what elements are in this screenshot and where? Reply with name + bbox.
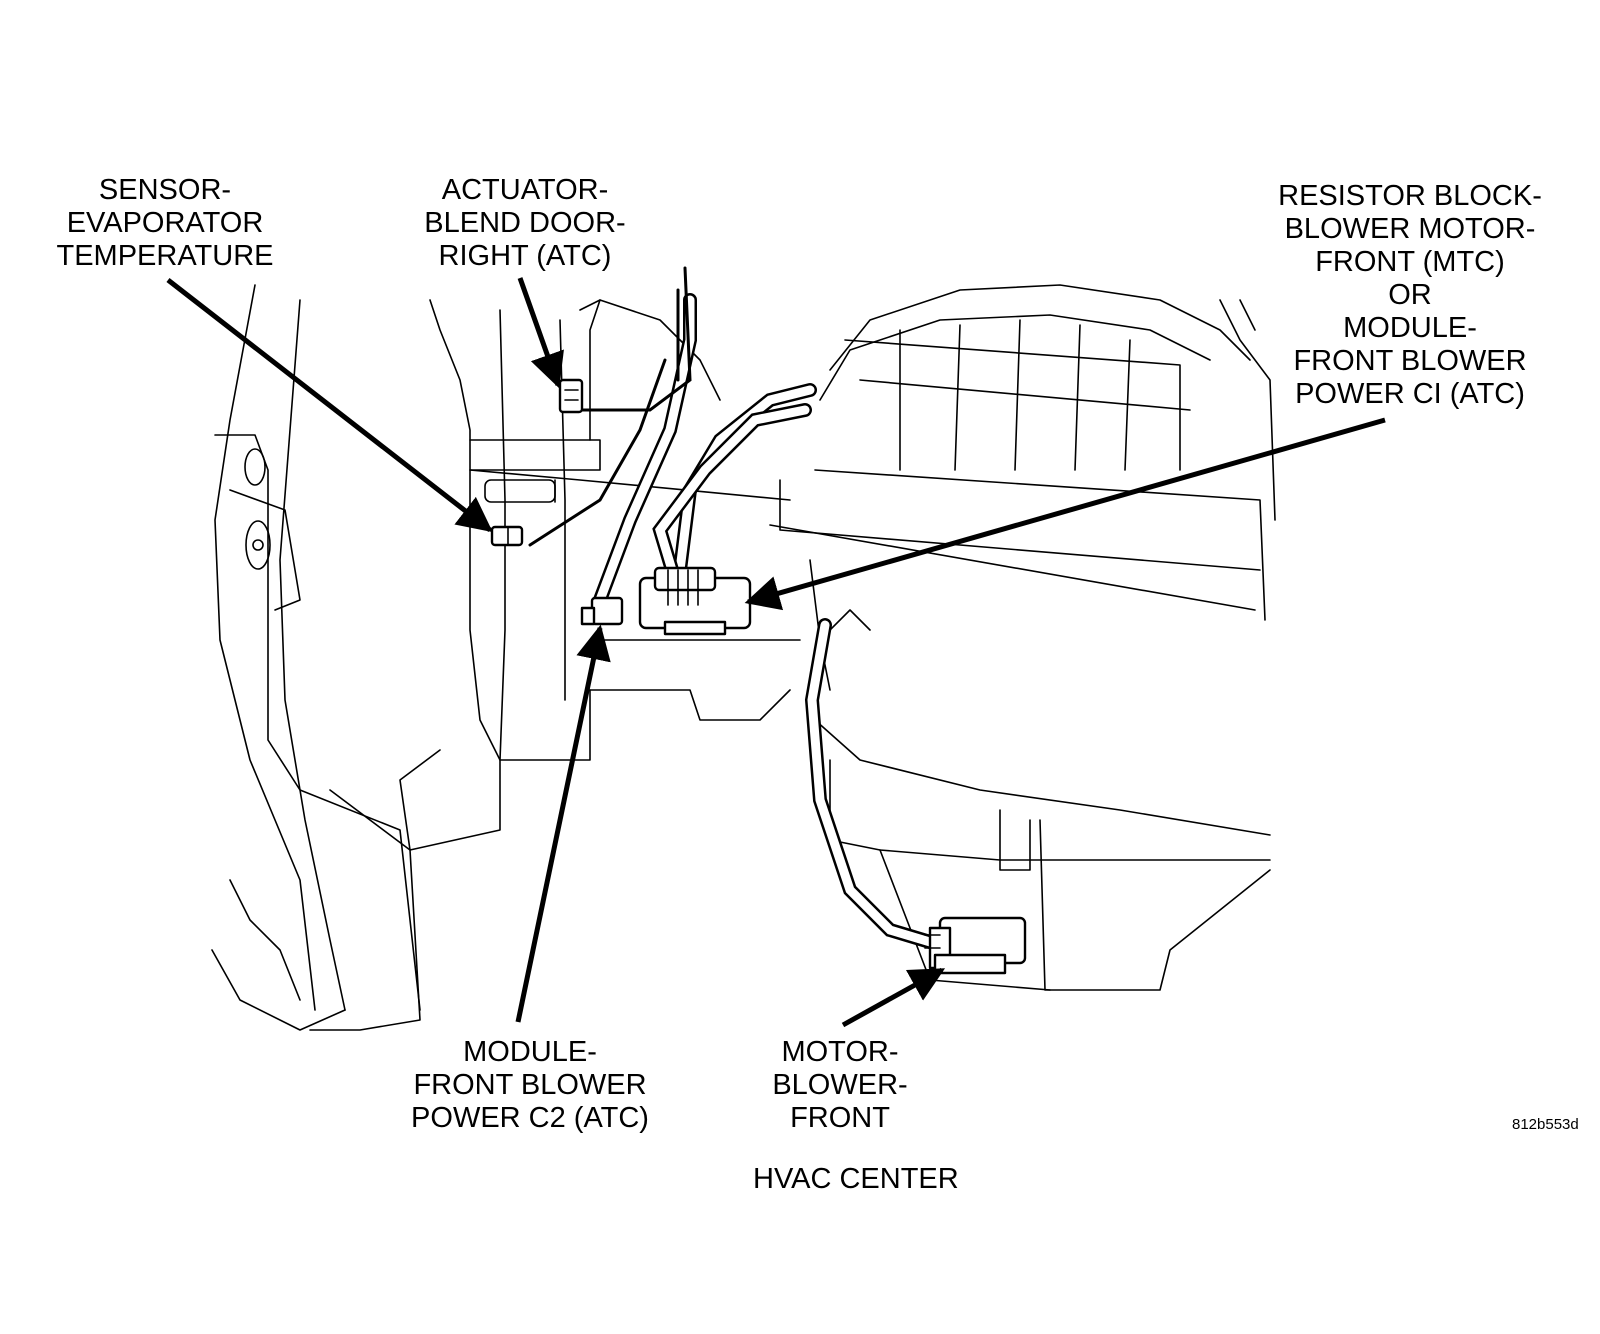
hvac-housing-left (211, 284, 801, 1031)
arrow-sensor (166, 278, 493, 533)
arrow-module-c2 (515, 624, 611, 1023)
blower-housing (769, 284, 1276, 991)
resistor-block-connector (638, 566, 752, 636)
motor-connector (924, 916, 1027, 975)
figure-caption: HVAC CENTER (753, 1163, 959, 1195)
label-actuator-blend-door: ACTUATOR- BLEND DOOR- RIGHT (ATC) (424, 174, 626, 272)
sensor-connector (490, 525, 524, 547)
module-c2-connector (580, 596, 624, 626)
label-sensor-evaporator: SENSOR- EVAPORATOR TEMPERATURE (56, 174, 274, 272)
arrow-resistor (744, 417, 1386, 611)
callout-arrows (166, 277, 1386, 1028)
label-module-c2: MODULE- FRONT BLOWER POWER C2 (ATC) (411, 1036, 649, 1134)
wire-harness (528, 266, 947, 952)
arrow-actuator (517, 277, 564, 389)
figure-id: 812b553d (1512, 1116, 1579, 1133)
actuator-connector (558, 378, 584, 414)
arrow-motor (841, 967, 946, 1028)
label-motor-blower: MOTOR- BLOWER- FRONT (772, 1036, 908, 1134)
label-resistor-block: RESISTOR BLOCK- BLOWER MOTOR- FRONT (MTC… (1278, 180, 1542, 410)
